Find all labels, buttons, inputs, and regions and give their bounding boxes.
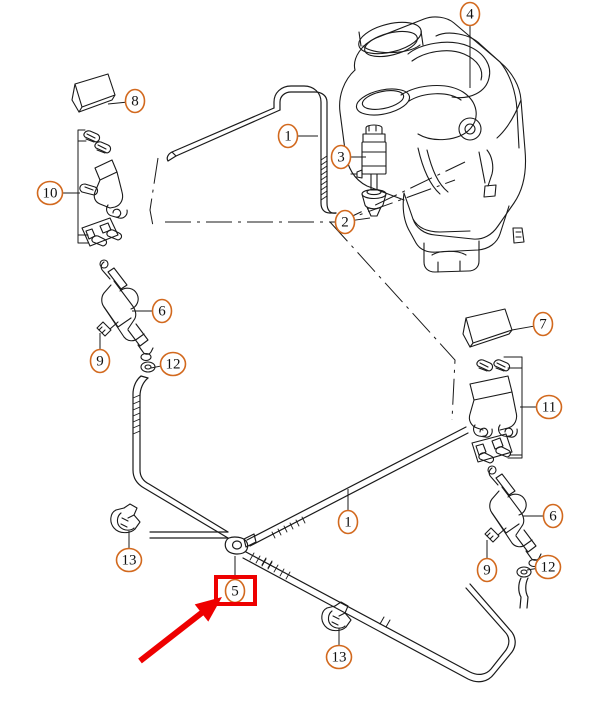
callout-number-5: 5 [231, 584, 239, 600]
o-ring-seal-right [516, 566, 532, 578]
callout-number-4: 4 [466, 7, 474, 23]
nozzle-hose-right [518, 577, 529, 609]
washer-fluid-hose-main [242, 551, 516, 683]
callout-number-12: 12 [541, 560, 556, 576]
callout-circle-13 [325, 644, 353, 670]
callout-number-6: 6 [158, 304, 166, 320]
hose-coil-lower-right [271, 516, 306, 539]
callout-number-13: 13 [332, 650, 347, 666]
callout-number-2: 2 [341, 215, 349, 231]
callout-number-9: 9 [96, 354, 104, 370]
callout-circle-4 [459, 1, 481, 27]
callout-number-7: 7 [539, 317, 547, 333]
callout-number-1: 1 [284, 129, 292, 145]
washer-fluid-reservoir-body [339, 16, 527, 273]
center-line-reservoir [339, 161, 466, 223]
callout-circle-12 [159, 351, 187, 377]
washer-fluid-hose-lower-right [246, 426, 469, 547]
bracket-set-left [79, 130, 128, 247]
callout-circle-10 [36, 180, 64, 206]
callout-circle-2 [334, 209, 356, 235]
callout-circle-6 [151, 298, 173, 324]
callout-circle-8 [124, 88, 146, 114]
callout-number-3: 3 [337, 150, 345, 166]
callout-circle-9 [89, 348, 111, 374]
callout-number-10: 10 [43, 186, 58, 202]
callout-leader-line [150, 365, 161, 369]
bracket-set-right [468, 359, 518, 464]
callout-circle-13 [115, 547, 143, 573]
callout-number-12: 12 [166, 357, 181, 373]
callout-leader-line [526, 568, 536, 571]
hose-coil-left [132, 394, 141, 435]
hose-coil-upper [320, 155, 328, 201]
callout-circle-6 [542, 503, 564, 529]
t-connector-highlight-rect [214, 575, 257, 606]
washer-pump [350, 124, 387, 191]
callout-circle-3 [330, 144, 352, 170]
pointer-arrow [138, 597, 222, 664]
washer-fluid-hose-left-branch [132, 375, 229, 539]
callout-leader-line [511, 325, 534, 331]
mounting-screw-left [96, 321, 119, 337]
callout-circle-7 [532, 311, 554, 337]
callout-number-6: 6 [549, 509, 557, 525]
mounting-screw-right [484, 527, 507, 543]
hose-joint-markers [261, 557, 391, 628]
callout-number-8: 8 [131, 94, 139, 110]
callout-circle-9 [476, 557, 498, 583]
hose-retaining-clip-right [321, 601, 352, 632]
callout-leader-line [354, 217, 371, 221]
washer-fluid-hose-left-lower [149, 531, 229, 539]
callout-circle-11 [535, 394, 563, 420]
callout-number-11: 11 [542, 400, 556, 416]
callout-number-1: 1 [344, 515, 352, 531]
callout-circle-12 [534, 554, 562, 580]
callout-leader-line [107, 101, 126, 105]
callout-circle-1 [337, 509, 359, 535]
callout-circle-1 [277, 123, 299, 149]
callout-number-13: 13 [122, 553, 137, 569]
hose-t-connector [224, 533, 257, 555]
headlight-washer-nozzle-left [99, 259, 154, 362]
washer-fluid-hose-upper [166, 85, 337, 214]
callout-number-9: 9 [483, 563, 491, 579]
nozzle-cover-left [71, 73, 116, 113]
